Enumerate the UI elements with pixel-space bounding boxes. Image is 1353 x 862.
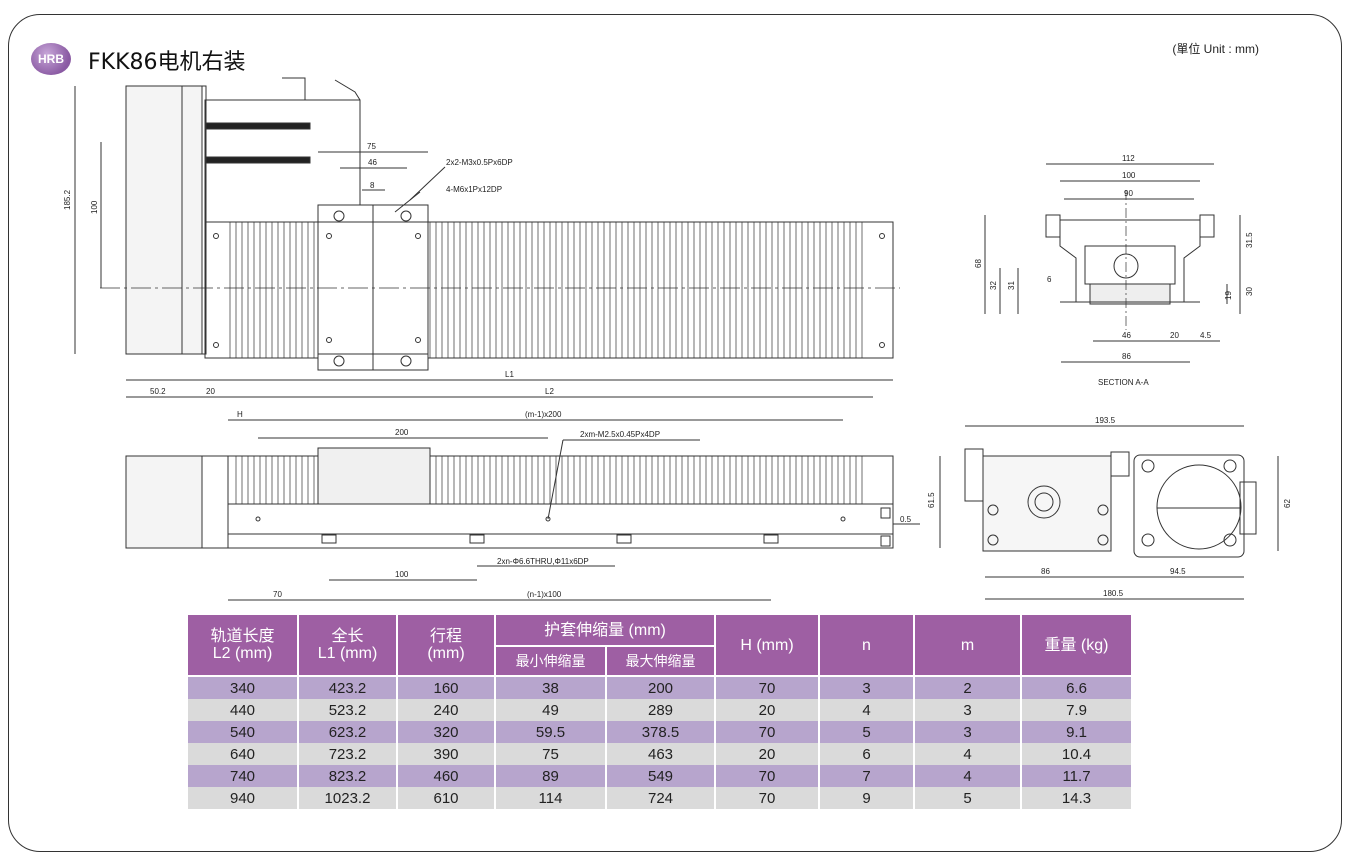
dim-8: 8 (370, 181, 375, 190)
callout-d: 2xn-Φ6.6THRU,Φ11x6DP (497, 557, 589, 566)
header-bellows: 护套伸缩量 (mm) (494, 613, 716, 647)
header-rail-length: 轨道长度 L2 (mm) (186, 613, 299, 677)
end-dim-94-5: 94.5 (1170, 567, 1186, 576)
header-n: n (818, 613, 915, 677)
dim-50-2: 50.2 (150, 387, 166, 396)
dim-200: 200 (395, 428, 409, 437)
dim-0-5: 0.5 (900, 515, 912, 524)
unit-note: (單位 Unit : mm) (1172, 42, 1259, 56)
spec-table: 轨道长度 L2 (mm) 全长 L1 (mm) 行程 (mm) 护套伸缩量 (m… (186, 613, 1133, 809)
sec-dim-32: 32 (989, 281, 998, 290)
dim-61-5: 61.5 (927, 492, 936, 508)
end-dim-180-5: 180.5 (1103, 589, 1124, 598)
dim-100-top: 100 (90, 200, 99, 214)
dim-m-pitch: (m-1)x200 (525, 410, 562, 419)
section-view (984, 163, 1241, 363)
sec-dim-46: 46 (1122, 331, 1131, 340)
end-dim-62: 62 (1283, 499, 1292, 508)
dim-185-2: 185.2 (63, 189, 72, 210)
sec-dim-100: 100 (1122, 171, 1136, 180)
page-title: FKK86电机右装 (88, 50, 246, 75)
sec-dim-31: 31 (1007, 281, 1016, 290)
dim-n-pitch: (n-1)x100 (527, 590, 562, 599)
bellows-right (429, 222, 863, 358)
sec-dim-112: 112 (1122, 154, 1135, 163)
dim-20: 20 (206, 387, 215, 396)
dim-70: 70 (273, 590, 282, 599)
header-stroke: 行程 (mm) (396, 613, 496, 677)
header-total-length: 全长 L1 (mm) (297, 613, 398, 677)
front-view (125, 379, 941, 601)
sec-dim-86: 86 (1122, 352, 1131, 361)
dim-L2: L2 (545, 387, 554, 396)
dim-L1: L1 (505, 370, 514, 379)
sec-dim-4-5: 4.5 (1200, 331, 1212, 340)
sec-dim-6: 6 (1047, 275, 1052, 284)
end-dim-86: 86 (1041, 567, 1050, 576)
technical-drawing: 75 46 8 2x2-M3x0.5Px6DP 4-M6x1Px12DP 185… (63, 77, 1292, 601)
sec-dim-30: 30 (1245, 287, 1254, 296)
header-h: H (mm) (714, 613, 820, 677)
dim-100-front: 100 (395, 570, 409, 579)
sec-dim-20: 20 (1170, 331, 1179, 340)
dim-46: 46 (368, 158, 377, 167)
callout-a: 2x2-M3x0.5Px6DP (446, 158, 513, 167)
end-dim-193-5: 193.5 (1095, 416, 1116, 425)
sec-dim-31-5: 31.5 (1245, 232, 1254, 248)
header-max: 最大伸缩量 (605, 645, 716, 677)
header-min: 最小伸缩量 (494, 645, 607, 677)
callout-b: 4-M6x1Px12DP (446, 185, 502, 194)
callout-c: 2xm-M2.5x0.45Px4DP (580, 430, 660, 439)
sec-dim-90: 90 (1124, 189, 1133, 198)
end-view (964, 425, 1279, 600)
dim-75: 75 (367, 142, 376, 151)
bellows-left (229, 222, 321, 358)
section-label: SECTION A-A (1098, 378, 1149, 387)
dim-H: H (237, 410, 243, 419)
sec-dim-19: 19 (1224, 291, 1233, 300)
brand-logo: HRB (31, 43, 71, 75)
sec-dim-68: 68 (974, 259, 983, 268)
header-weight: 重量 (kg) (1020, 613, 1133, 677)
page-frame (8, 14, 1342, 852)
top-view (74, 77, 900, 371)
header-m: m (913, 613, 1022, 677)
